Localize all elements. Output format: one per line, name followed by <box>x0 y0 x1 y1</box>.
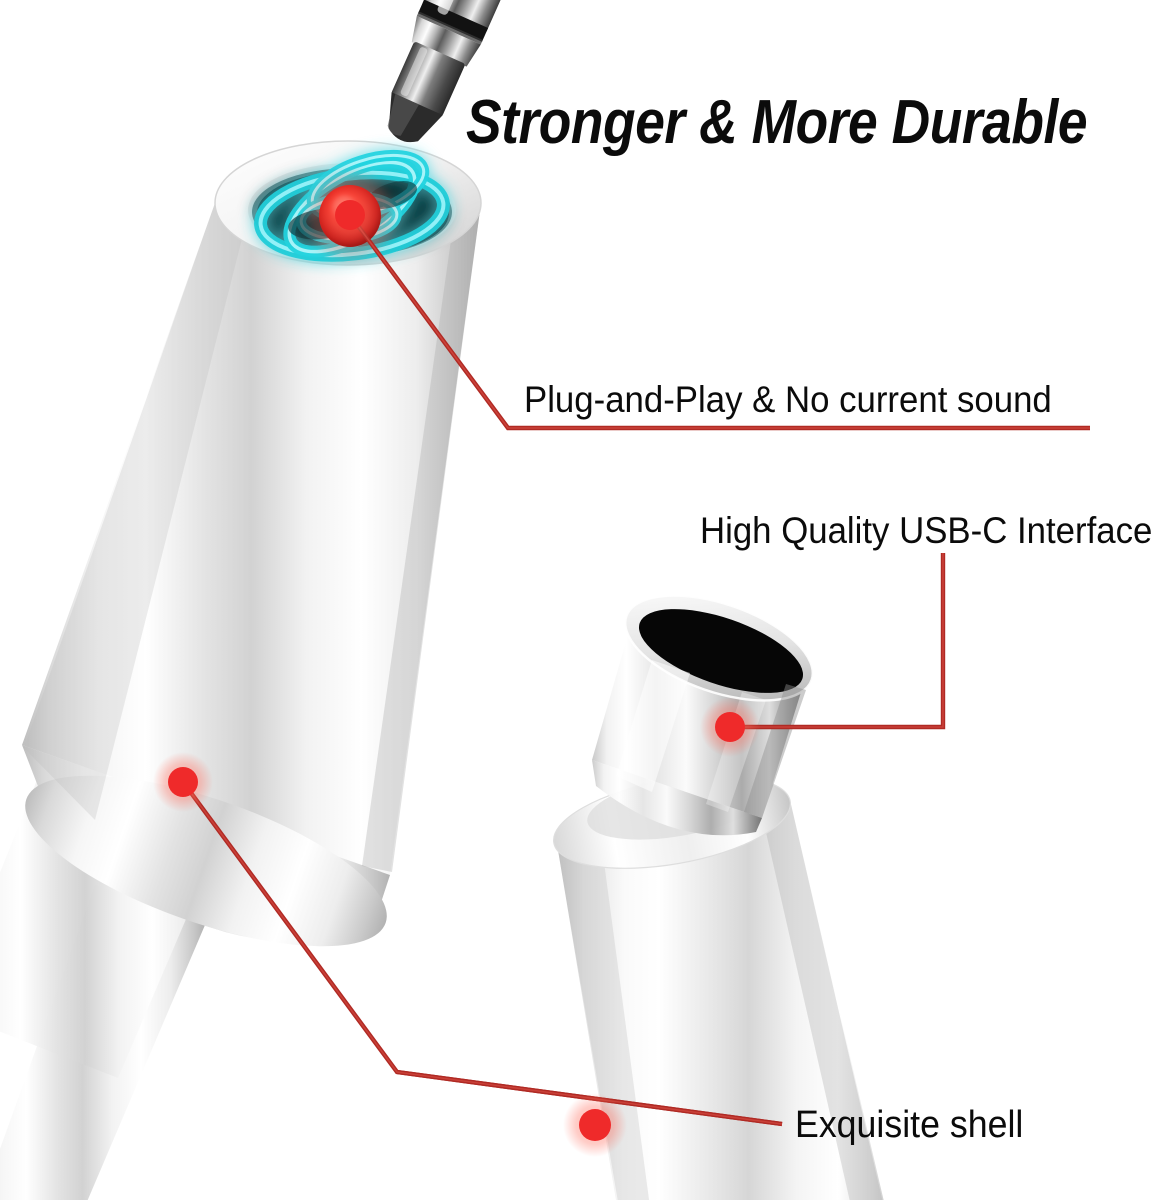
page-title: Stronger & More Durable <box>466 88 1088 157</box>
callout-label-usb-c-interface: High Quality USB-C Interface <box>700 510 1153 551</box>
callout-dot-exquisite-shell <box>563 1093 627 1157</box>
usb-c-connector-assembly <box>552 594 884 1200</box>
callout-dot-shell-origin <box>153 752 213 812</box>
callout-dot-plug-and-play <box>320 185 380 245</box>
callout-label-exquisite-shell: Exquisite shell <box>795 1104 1024 1146</box>
callout-line-usb-c-interface <box>730 553 946 730</box>
callout-dot-usb-c-interface <box>700 697 760 757</box>
callout-label-plug-and-play: Plug-and-Play & No current sound <box>524 379 1052 420</box>
callout-line-plug-and-play <box>348 213 1090 431</box>
callout-line-exquisite-shell <box>181 780 783 1127</box>
audio-jack-plug <box>387 0 528 143</box>
